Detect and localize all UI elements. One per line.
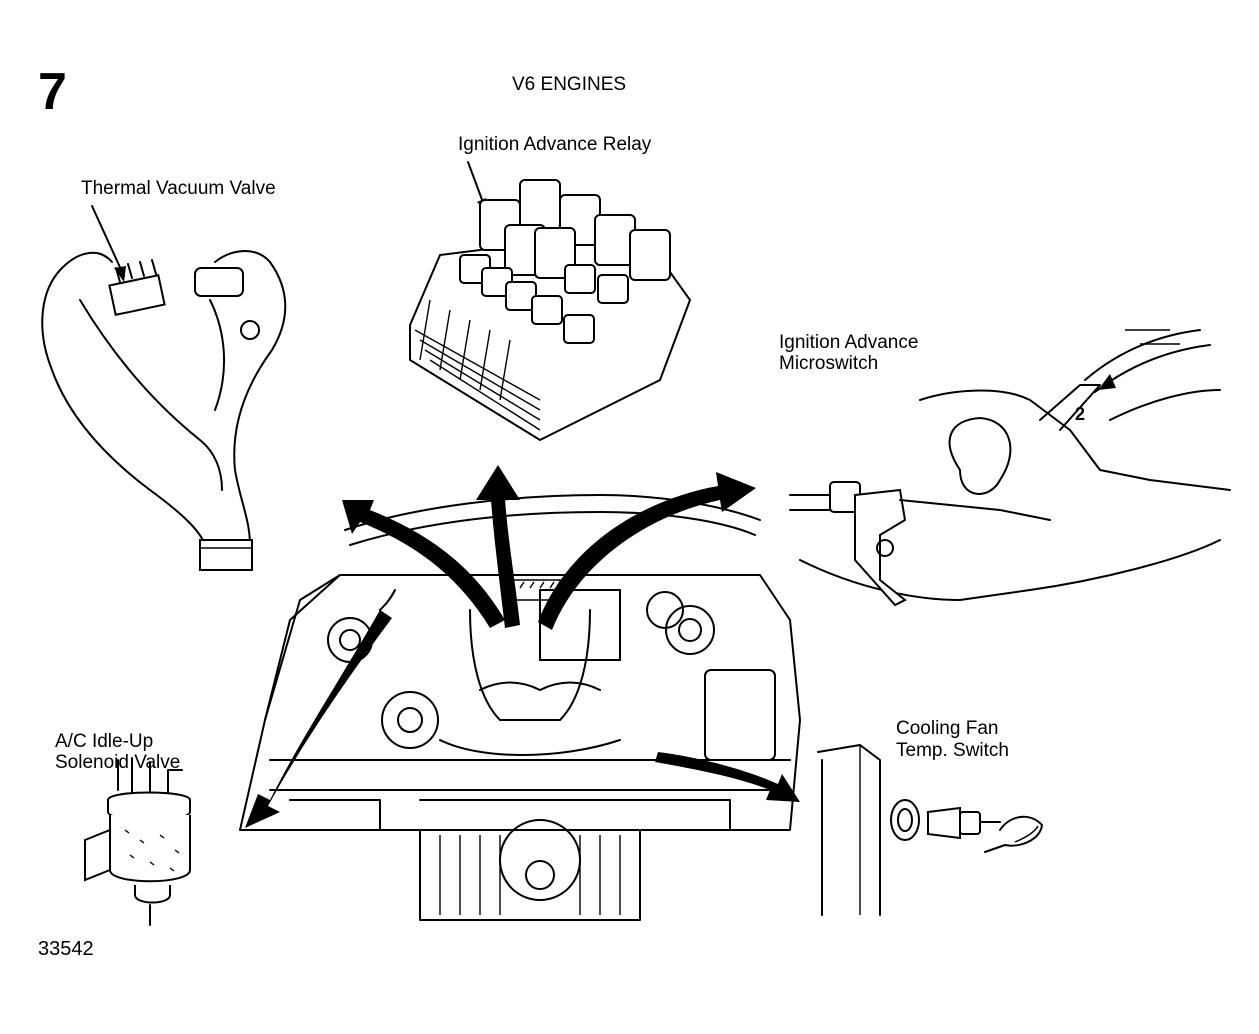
relay-block-drawing xyxy=(409,161,692,442)
temp-switch-drawing xyxy=(817,744,1043,916)
label-ignition-advance-relay: Ignition Advance Relay xyxy=(458,134,652,155)
microswitch-callout-number: 2 xyxy=(1075,404,1086,424)
figure-number: 7 xyxy=(38,63,67,121)
thermal-vacuum-valve-drawing xyxy=(41,205,287,571)
label-ac-idle-up-line1: A/C Idle-Up xyxy=(55,731,154,752)
figure-title: V6 ENGINES xyxy=(512,74,627,95)
label-ignition-advance-microswitch-line2: Microswitch xyxy=(779,353,879,374)
reference-id: 33542 xyxy=(38,938,94,960)
label-cooling-fan-line1: Cooling Fan xyxy=(896,718,999,739)
label-cooling-fan-line2: Temp. Switch xyxy=(896,740,1009,761)
arrows xyxy=(245,465,800,828)
label-thermal-vacuum-valve: Thermal Vacuum Valve xyxy=(81,178,276,199)
microswitch-drawing xyxy=(789,329,1231,607)
label-ignition-advance-microswitch-line1: Ignition Advance xyxy=(779,332,919,353)
solenoid-valve-drawing xyxy=(84,757,191,926)
